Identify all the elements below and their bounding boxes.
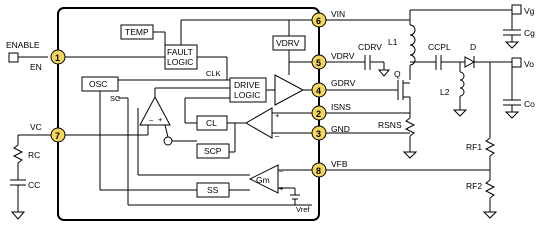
vg-terminal: [511, 4, 522, 15]
sc-label: SC: [110, 94, 121, 103]
l2-inductor: [459, 71, 465, 97]
pin-name-en: EN: [30, 62, 42, 72]
pin-name-gdrv: GDRV: [331, 78, 356, 88]
vo-label: Vo: [524, 59, 534, 69]
l1-label: L1: [388, 37, 398, 47]
ss-label: SS: [207, 185, 219, 195]
rf1-label: RF1: [466, 142, 482, 152]
vg-label: Vg: [524, 6, 535, 16]
enable-label: ENABLE: [6, 40, 40, 50]
pin-num-8: 8: [316, 166, 321, 176]
temp-label: TEMP: [125, 27, 149, 37]
rf1-resistor: [484, 137, 496, 157]
svg-text:–: –: [149, 115, 154, 124]
cl-label: CL: [206, 118, 217, 128]
svg-text:–: –: [275, 131, 280, 140]
pin-num-6: 6: [316, 16, 321, 26]
l2-label: L2: [440, 87, 450, 97]
drive-logic-block: [229, 77, 267, 103]
pin-name-vin: VIN: [331, 9, 345, 19]
rc-resistor: [12, 144, 24, 164]
d-diode: [464, 56, 476, 68]
vdrv-label: VDRV: [276, 38, 300, 48]
drive-logic-line2: LOGIC: [234, 90, 260, 100]
diagram-canvas: { "ic": { "blocks": { "temp": "TEMP", "f…: [6, 4, 535, 221]
pin-num-5: 5: [316, 58, 321, 68]
cc-label: CC: [28, 180, 40, 190]
pin-name-vc: VC: [30, 122, 42, 132]
l1-inductor: [409, 24, 416, 66]
pin-num-1: 1: [55, 53, 60, 63]
cdrv-label: CDRV: [358, 42, 382, 52]
enable-terminal: [8, 52, 19, 63]
current-sense-amp: [244, 107, 273, 139]
pin-name-gnd: GND: [331, 124, 350, 134]
pin-name-vdrv: VDRV: [331, 51, 355, 61]
rf2-resistor: [484, 179, 496, 199]
scp-label: SCP: [204, 146, 222, 156]
pin-num-4: 4: [316, 86, 321, 96]
vref-label: Vref: [296, 205, 310, 214]
rc-label: RC: [28, 150, 40, 160]
pin-num-7: 7: [55, 131, 60, 141]
rf2-label: RF2: [466, 181, 482, 191]
block-diagram: ENABLE EN 1 TEMP FAULT LOGIC 6 VIN VDRV …: [6, 4, 535, 221]
pin-num-3: 3: [316, 129, 321, 139]
fault-logic-line1: FAULT: [167, 47, 193, 57]
summing-node: [163, 136, 173, 146]
rsns-label: RSNS: [378, 120, 402, 130]
pin-num-2: 2: [316, 109, 321, 119]
pwm-comparator: [139, 95, 171, 126]
co-label: Co: [524, 99, 535, 109]
d-label: D: [470, 42, 476, 52]
q-label: Q: [394, 69, 401, 79]
svg-text:+: +: [158, 115, 163, 124]
cg-label: Cg: [524, 28, 535, 38]
ccpl-label: CCPL: [428, 42, 451, 52]
clk-label: CLK: [206, 69, 221, 78]
fault-logic-line2: LOGIC: [167, 57, 193, 67]
scp-block: [196, 143, 230, 159]
vo-terminal: [511, 57, 522, 68]
gm-amplifier: [248, 164, 279, 194]
gm-label: Gm: [256, 175, 270, 185]
osc-label: OSC: [89, 79, 107, 89]
svg-text:+: +: [275, 111, 280, 120]
pin-name-isns: ISNS: [331, 102, 351, 112]
pin-name-vfb: VFB: [331, 159, 348, 169]
rsns-resistor: [404, 117, 416, 137]
drive-logic-line1: DRIVE: [234, 80, 260, 90]
